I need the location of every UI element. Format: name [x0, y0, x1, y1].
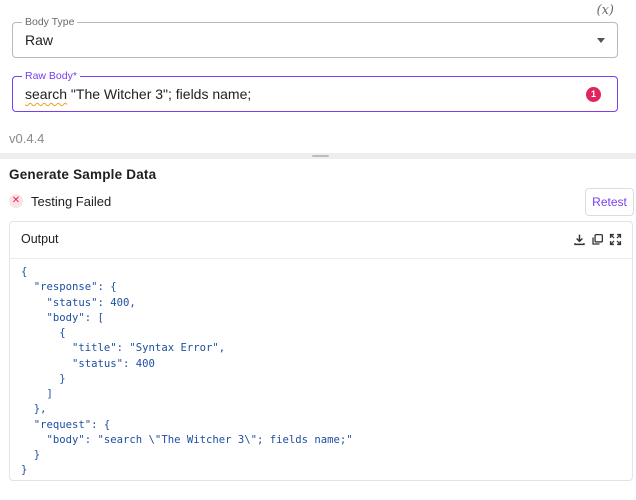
output-header: Output [10, 222, 632, 259]
code-line: "status": 400 [21, 357, 155, 370]
test-status-text: Testing Failed [31, 194, 112, 209]
output-title: Output [21, 232, 59, 246]
code-line: "request": { [21, 418, 111, 431]
code-line: "status": 400, [21, 296, 136, 309]
code-line: { [21, 266, 28, 278]
raw-body-field[interactable]: Raw Body* search "The Witcher 3"; fields… [12, 70, 618, 112]
body-type-select[interactable]: Body Type Raw [12, 16, 618, 58]
copy-icon[interactable] [591, 233, 604, 246]
x-circle-icon: ✕ [9, 194, 23, 208]
raw-body-label: Raw Body* [22, 70, 80, 82]
expand-icon[interactable] [609, 233, 622, 246]
version-label: v0.4.4 [9, 131, 45, 146]
code-line: { [21, 327, 66, 339]
raw-body-rest: "The Witcher 3"; fields name; [67, 86, 252, 102]
code-line: "response": { [21, 281, 117, 294]
output-panel: Output { "response": { "status": 400, "b… [9, 221, 633, 481]
code-line: } [21, 449, 41, 461]
download-icon[interactable] [573, 233, 586, 246]
raw-body-input[interactable]: search "The Witcher 3"; fields name; [25, 86, 251, 102]
code-line: ] [21, 388, 53, 400]
output-code: { "response": { "status": 400, "body": [… [21, 265, 353, 479]
section-title: Generate Sample Data [9, 167, 157, 182]
body-type-value: Raw [25, 32, 54, 48]
body-type-label: Body Type [22, 16, 78, 28]
code-line: "body": "search \"The Witcher 3\"; field… [21, 433, 353, 446]
code-line: } [21, 464, 28, 477]
code-line: }, [21, 403, 47, 416]
code-line: } [21, 372, 66, 385]
drag-handle-icon[interactable] [312, 155, 329, 157]
code-line: "body": [ [21, 311, 104, 324]
retest-button[interactable]: Retest [585, 188, 634, 216]
code-line: "title": "Syntax Error", [21, 342, 226, 355]
raw-body-keyword: search [25, 86, 68, 102]
error-count-badge[interactable]: 1 [586, 87, 601, 102]
variable-toggle-icon[interactable]: (x) [596, 3, 614, 18]
chevron-down-icon[interactable] [597, 38, 605, 43]
